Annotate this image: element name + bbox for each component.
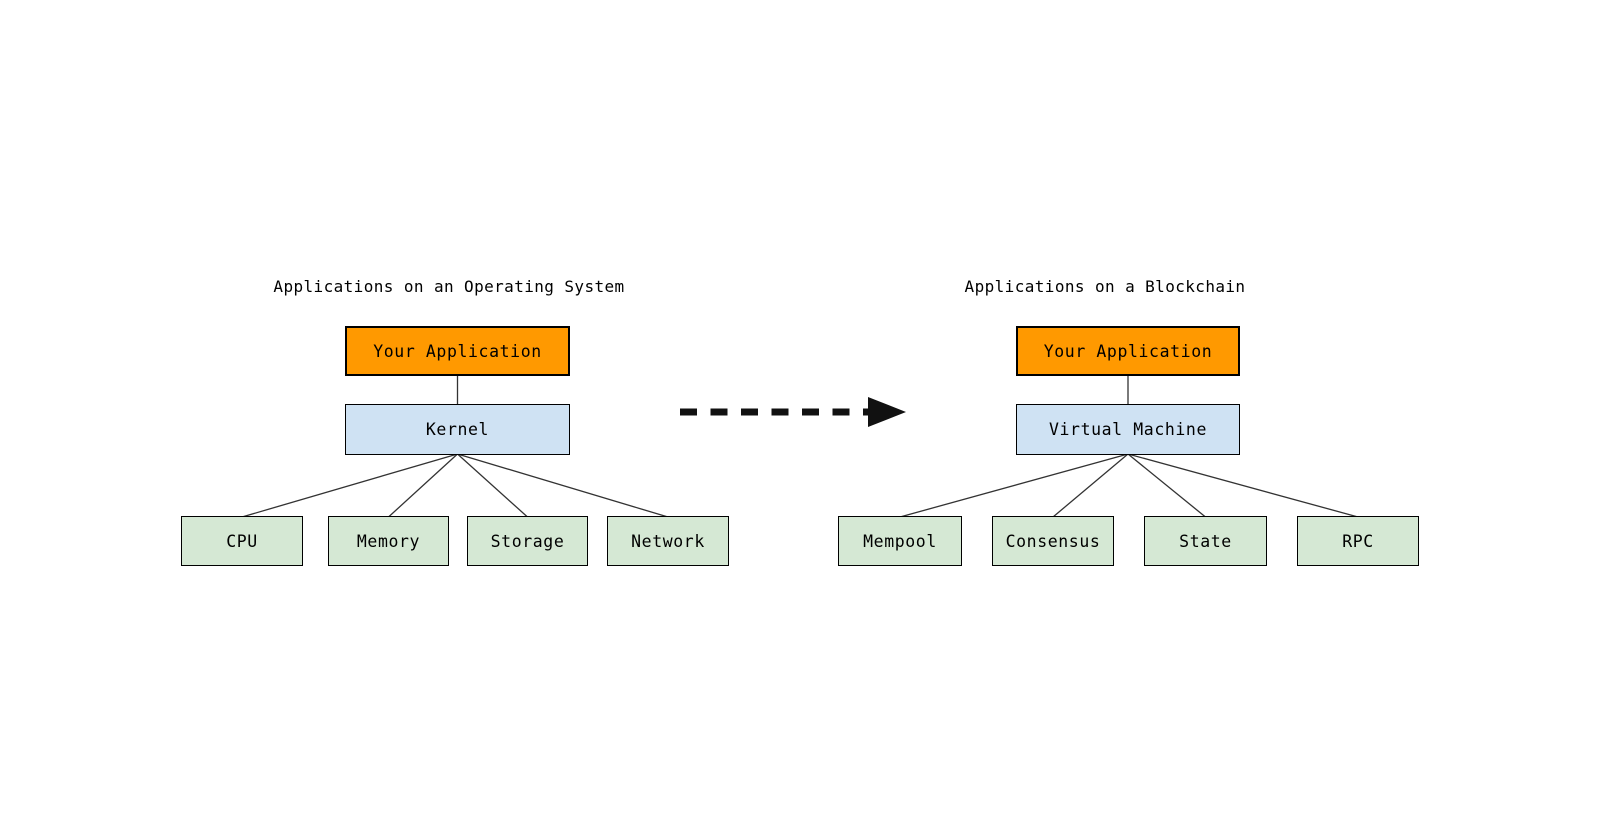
- blockchain-your-application-box: Your Application: [1016, 326, 1240, 376]
- blockchain-virtual-machine-box: Virtual Machine: [1016, 404, 1240, 455]
- connector-line: [388, 453, 458, 518]
- os-diagram-title: Applications on an Operating System: [273, 277, 625, 296]
- connector-line: [1127, 453, 1359, 518]
- connector-line: [457, 453, 528, 518]
- connector-line: [1127, 453, 1206, 518]
- blockchain-leaf-rpc-box: RPC: [1297, 516, 1419, 566]
- blockchain-leaf-consensus-box: Consensus: [992, 516, 1114, 566]
- connector-line: [241, 453, 458, 518]
- os-leaf-cpu-box: CPU: [181, 516, 303, 566]
- blockchain-leaf-mempool-box: Mempool: [838, 516, 962, 566]
- os-leaf-network-box: Network: [607, 516, 729, 566]
- connector-line: [1052, 453, 1129, 518]
- blockchain-diagram-title: Applications on a Blockchain: [964, 277, 1246, 296]
- transition-arrow-icon: [680, 397, 906, 427]
- blockchain-leaf-state-box: State: [1144, 516, 1267, 566]
- os-leaf-storage-box: Storage: [467, 516, 588, 566]
- os-leaf-memory-box: Memory: [328, 516, 449, 566]
- connector-line: [457, 453, 669, 518]
- os-your-application-box: Your Application: [345, 326, 570, 376]
- connector-line: [899, 453, 1129, 518]
- os-kernel-box: Kernel: [345, 404, 570, 455]
